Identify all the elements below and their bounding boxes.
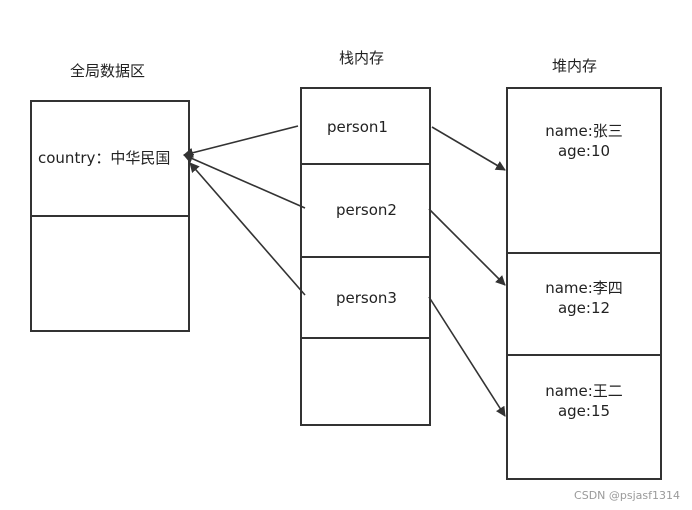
- global-data-area-title: 全局数据区: [70, 62, 146, 80]
- stack-divider-1: [302, 163, 429, 165]
- heap-object-1-name: name:张三: [545, 122, 623, 140]
- arrow-person1-to-heap: [431, 126, 506, 171]
- arrow-person3-to-country: [189, 162, 306, 296]
- heap-memory-title: 堆内存: [552, 57, 598, 75]
- heap-object-2-age: age:12: [557, 299, 611, 317]
- arrow-person2-to-country: [183, 154, 306, 209]
- heap-object-3: name:王二 age:15: [506, 381, 662, 421]
- heap-object-3-name: name:王二: [545, 382, 623, 400]
- heap-object-3-age: age:15: [557, 402, 611, 420]
- heap-divider-2: [508, 354, 660, 356]
- heap-memory-box: [506, 87, 662, 480]
- stack-memory-box: [300, 87, 431, 426]
- stack-divider-2: [302, 256, 429, 258]
- stack-person1: person1: [327, 118, 388, 136]
- arrow-person3-to-heap: [428, 296, 506, 417]
- stack-person3: person3: [336, 289, 397, 307]
- stack-divider-3: [302, 337, 429, 339]
- heap-object-2-name: name:李四: [545, 279, 623, 297]
- stack-person2: person2: [336, 201, 397, 219]
- heap-divider-1: [508, 252, 660, 254]
- global-data-area-box: [30, 100, 190, 332]
- stack-memory-title: 栈内存: [339, 49, 385, 67]
- global-divider: [32, 215, 188, 217]
- arrow-person2-to-heap: [428, 208, 506, 286]
- heap-object-2: name:李四 age:12: [506, 278, 662, 318]
- csdn-watermark: CSDN @psjasf1314: [574, 489, 680, 502]
- heap-object-1-age: age:10: [557, 142, 611, 160]
- country-value: country：中华民国: [38, 149, 171, 167]
- heap-object-1: name:张三 age:10: [506, 121, 662, 161]
- arrow-person1-to-country: [183, 125, 299, 158]
